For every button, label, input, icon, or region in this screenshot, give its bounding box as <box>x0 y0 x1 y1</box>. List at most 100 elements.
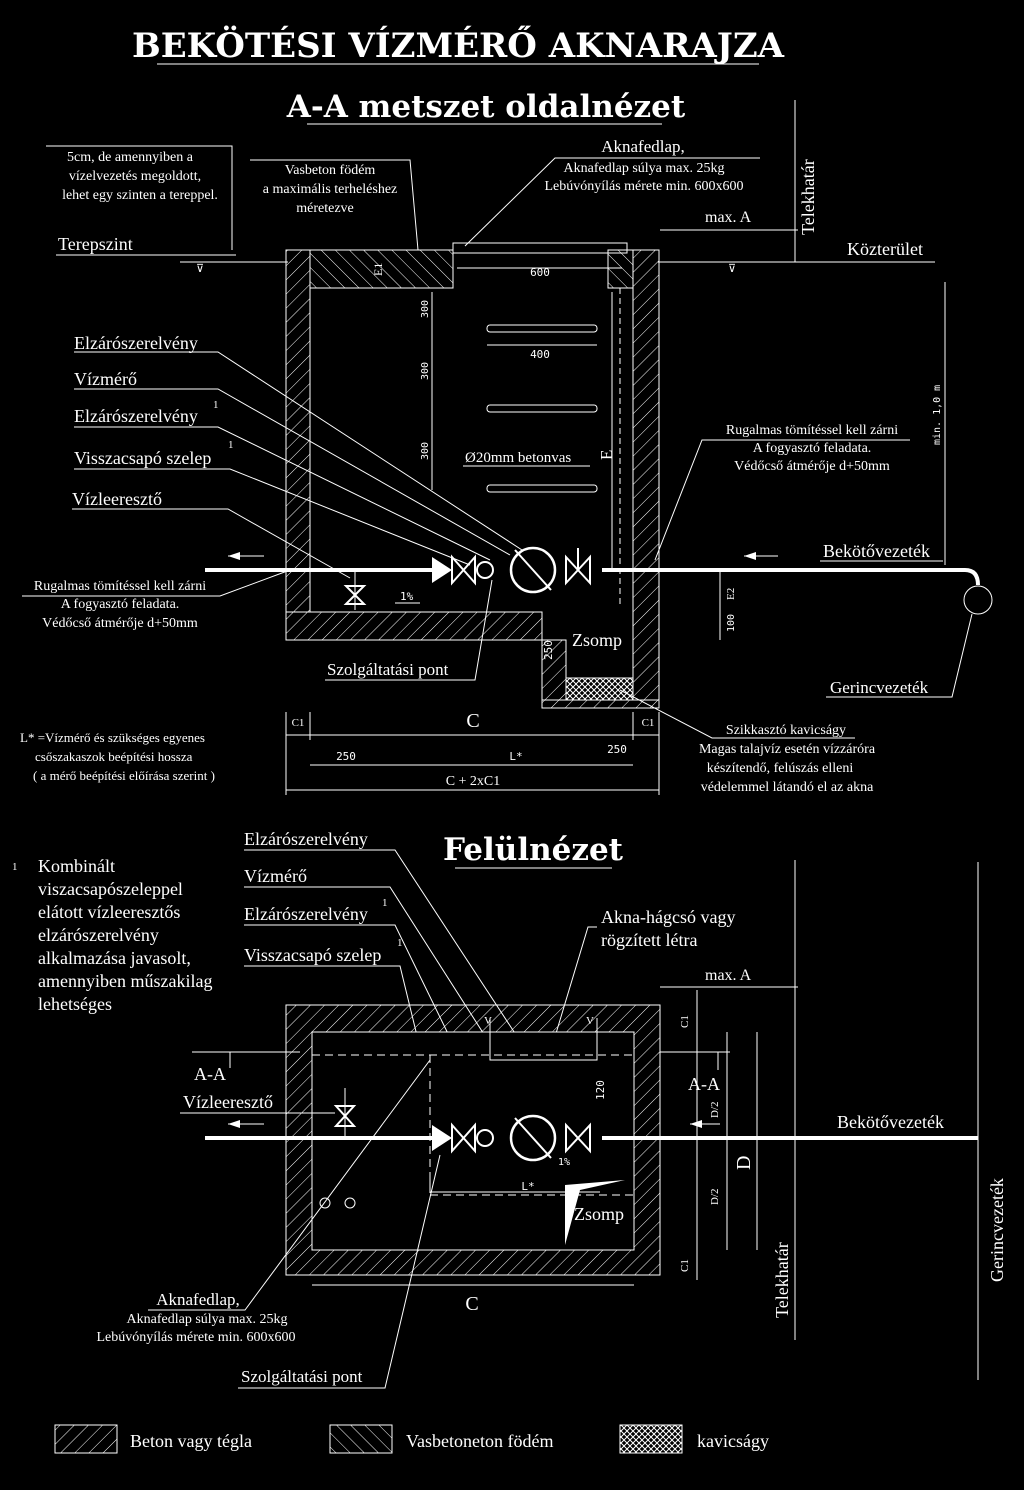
dim-600: 600 <box>530 266 550 279</box>
floor-slab <box>285 611 543 641</box>
dim-c: C <box>466 710 479 732</box>
main-pipe-circle <box>963 585 993 615</box>
gravel-note-4: védelemmel látandó el az akna <box>701 780 874 795</box>
terrain-note-2: vízelvezetés megoldott, <box>69 169 201 184</box>
footnote-2: viszacsapószeleppel <box>38 879 183 899</box>
top-slope: 1% <box>558 1157 570 1168</box>
top-meter-arrow <box>514 1117 552 1159</box>
legend-slab: Vasbetoneton födém <box>406 1431 553 1451</box>
ladder-note-2: rögzített létra <box>601 930 697 950</box>
top-view: Felülnézet 1 Kombinált viszacsapószelepp… <box>12 829 1007 1389</box>
left-wall <box>285 249 311 613</box>
top-water-meter-icon <box>509 1114 557 1162</box>
top-label-vizleereszto: Vízleeresztő <box>183 1092 273 1112</box>
dim-c1-top: C1 <box>679 1015 691 1028</box>
top-label-elzaro: Elzárószerelvény <box>244 829 368 849</box>
slab-note-leader <box>250 159 419 251</box>
flow-arrowhead-right <box>744 552 756 560</box>
leader-elzaro <box>74 351 523 551</box>
dim-c1-right: C1 <box>642 717 655 729</box>
top-label-elzaro1: Elzárószerelvény <box>244 904 368 924</box>
top-ladder <box>489 1018 598 1061</box>
label-elzaro1: Elzárószerelvény <box>74 406 198 426</box>
szolg-label: Szolgáltatási pont <box>327 660 449 679</box>
top-view-title: Felülnézet <box>443 832 624 868</box>
seal-left-3: Védőcső átmérője d+50mm <box>42 616 198 631</box>
sump-marker <box>565 1180 625 1245</box>
drain-hole <box>344 1197 356 1209</box>
lstar-note-2: csőszakaszok beépítési hossza <box>35 749 193 764</box>
top-sup-2: 1 <box>397 937 403 949</box>
bekoto-label: Bekötővezeték <box>823 541 930 561</box>
footnote-6: amennyiben műszakilag <box>38 971 212 991</box>
footnote-1: Kombinált <box>38 856 115 876</box>
check-valve-icon <box>432 557 452 583</box>
top-gerinc-label: Gerincvezeték <box>987 1178 1007 1282</box>
label-vizleereszto: Vízleeresztő <box>72 489 162 509</box>
gravel-note-1: Szikkasztó kavicságy <box>726 723 846 738</box>
telekhatar-label-top: Telekhatár <box>798 159 818 235</box>
ladder-note-1: Akna-hágcsó vagy <box>601 907 735 927</box>
dim-300-c: 300 <box>420 442 431 460</box>
water-meter-icon <box>509 546 557 594</box>
dim-e1: E1 <box>371 263 385 276</box>
dim-250-left: 250 <box>336 750 356 763</box>
seal-left-leader <box>22 569 291 597</box>
top-cover-line-1: Aknafedlap súlya max. 25kg <box>127 1312 288 1327</box>
label-elzaro: Elzárószerelvény <box>74 333 198 353</box>
dim-120: 120 <box>594 1080 607 1100</box>
drain-hole <box>319 1197 331 1209</box>
dim-c1-left: C1 <box>292 717 305 729</box>
ground-symbol-left: ⊽ <box>196 263 204 275</box>
roof-slab-right <box>607 249 634 289</box>
sup-2: 1 <box>228 439 234 451</box>
top-cover-line-2: Lebúvónyílás mérete min. 600x600 <box>96 1330 295 1345</box>
footnote-7: lehetséges <box>38 994 112 1014</box>
leader-vizmero <box>74 388 511 556</box>
legend-gravel: kavicságy <box>697 1431 769 1451</box>
gravel-leader <box>619 689 855 739</box>
seal-right-3: Védőcső átmérője d+50mm <box>734 459 890 474</box>
szolg-leader <box>325 579 493 681</box>
slab-note-3: méretezve <box>296 201 354 216</box>
ladder-rung <box>486 324 598 333</box>
top-cover-leader <box>148 1059 431 1311</box>
leader-elzaro1 <box>74 426 491 561</box>
gerinc-label: Gerincvezeték <box>830 678 929 697</box>
dim-lstar: L* <box>509 750 522 763</box>
legend-swatch-gravel <box>619 1424 683 1454</box>
top-zsomp-label: Zsomp <box>574 1204 624 1224</box>
top-label-visszacsapo: Visszacsapó szelep <box>244 945 381 965</box>
ladder-v-left: V <box>484 1015 492 1027</box>
dim-min: min. 1,0 m <box>932 385 943 445</box>
aa-left-label: A-A <box>194 1064 226 1084</box>
footnote-4: elzárószerelvény <box>38 925 159 945</box>
lstar-note-1: L* =Vízmérő és szükséges egyenes <box>20 730 205 745</box>
lstar-note-3: ( a mérő beépítési előírása szerint ) <box>33 768 215 783</box>
footnote-5: alkalmazása javasolt, <box>38 948 191 968</box>
ladder-v-right: V <box>586 1015 594 1027</box>
dim-d2-top: D/2 <box>709 1102 721 1119</box>
dim-e2: E2 <box>725 588 737 600</box>
shutoff-valve-2-icon <box>565 554 591 586</box>
top-label-vizmero: Vízmérő <box>244 866 307 886</box>
gravel-note-3: készítendő, felúszás elleni <box>707 761 854 776</box>
shutoff-valve-icon <box>451 554 476 586</box>
slab-note-2: a maximális terheléshez <box>263 182 398 197</box>
seal-right-2: A fogyasztó feladata. <box>753 441 872 456</box>
top-check-valve-icon <box>432 1125 452 1151</box>
seal-left-2: A fogyasztó feladata. <box>61 597 180 612</box>
top-dim-c: C <box>465 1293 478 1315</box>
max-a-label: max. A <box>705 209 752 226</box>
footnote-sup: 1 <box>12 861 18 873</box>
pipe-bend <box>964 568 980 586</box>
top-shutoff-valve-icon <box>451 1122 476 1154</box>
rebar-label: Ø20mm betonvas <box>465 450 571 466</box>
legend-swatch-concrete <box>54 1424 118 1454</box>
gravel-bed <box>565 677 634 701</box>
legend-concrete: Beton vagy tégla <box>130 1431 252 1451</box>
section-title: A-A metszet oldalnézet <box>286 89 686 125</box>
terepszint-label: Terepszint <box>58 234 133 254</box>
telekhatar-label-bottom: Telekhatár <box>772 1242 792 1318</box>
